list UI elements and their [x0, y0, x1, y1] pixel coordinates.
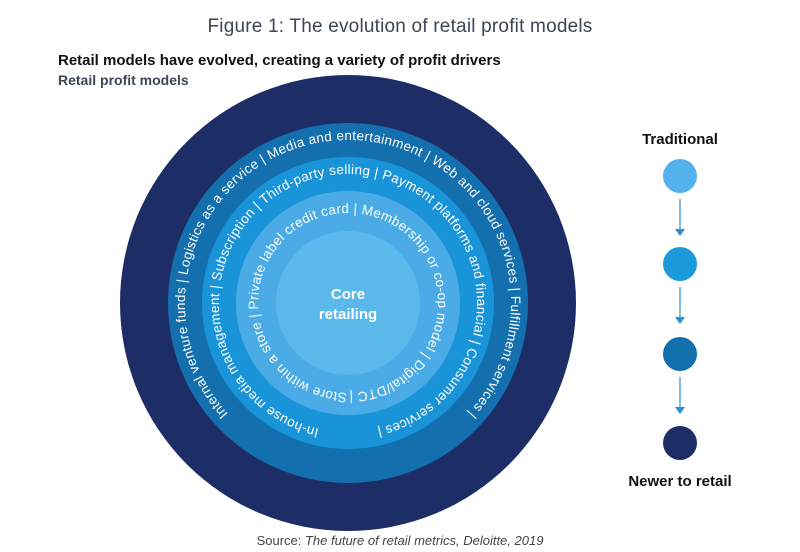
legend-evolution: [663, 159, 697, 460]
legend-dot-4: [663, 426, 697, 460]
core-circle: [276, 231, 420, 375]
source-prefix: Source:: [256, 533, 305, 548]
figure-title: Figure 1: The evolution of retail profit…: [207, 16, 593, 37]
subtitle: Retail models have evolved, creating a v…: [58, 52, 501, 69]
legend-dot-3: [663, 337, 697, 371]
subtitle-secondary: Retail profit models: [58, 72, 189, 88]
legend-dot-1: [663, 159, 697, 193]
source-text: The future of retail metrics, Deloitte, …: [304, 533, 544, 548]
legend-label-newer: Newer to retail: [628, 473, 732, 490]
legend-arrowhead-1: [675, 229, 685, 236]
legend-arrowhead-2: [675, 317, 685, 324]
core-label-line-1: Core: [331, 286, 365, 303]
legend-dot-2: [663, 247, 697, 281]
legend-label-traditional: Traditional: [642, 131, 718, 148]
core-label-line-2: retailing: [319, 306, 377, 323]
legend-arrowhead-3: [675, 407, 685, 414]
source-citation: Source: The future of retail metrics, De…: [0, 533, 800, 548]
